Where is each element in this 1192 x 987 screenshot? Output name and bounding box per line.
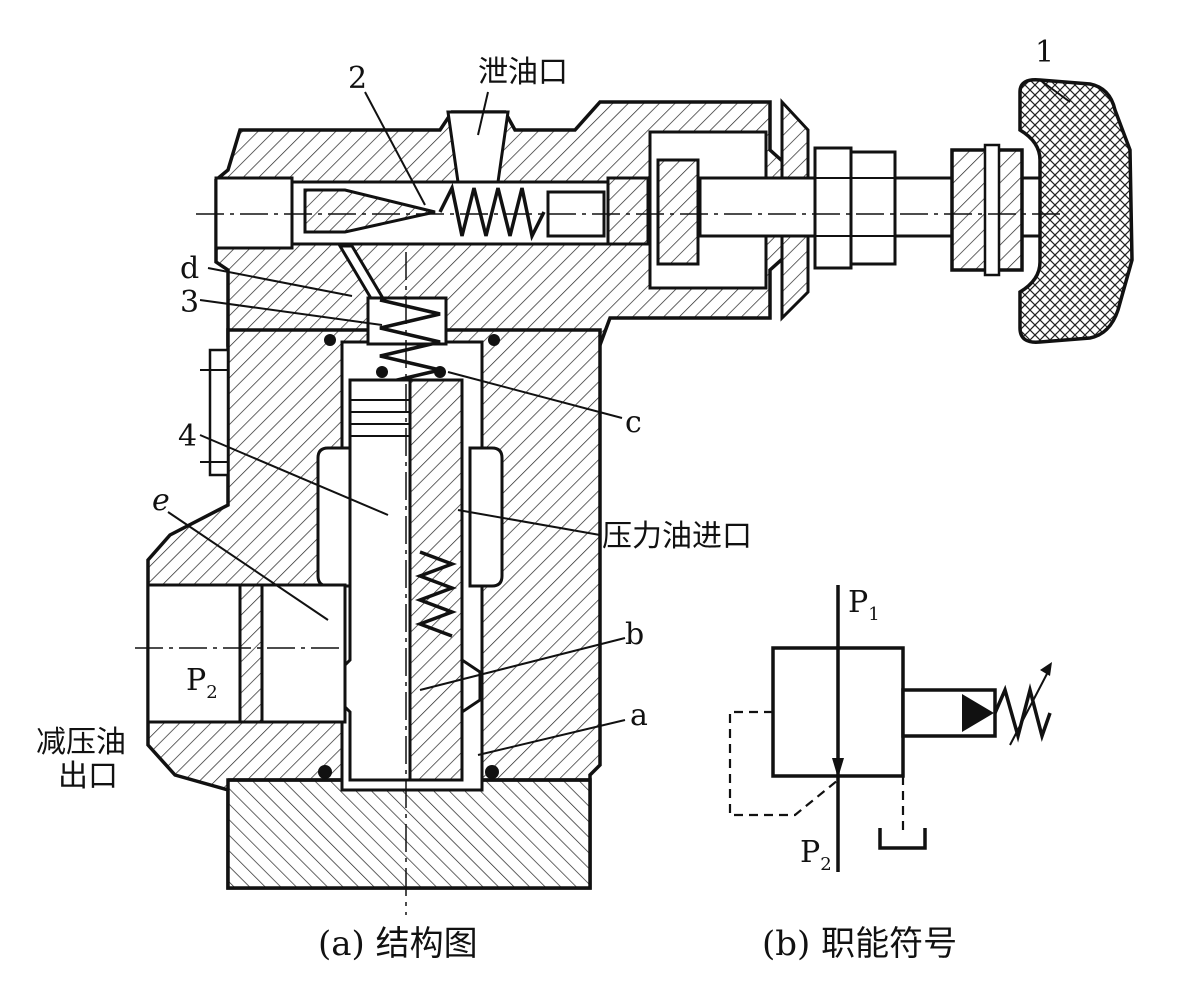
symbol-triangle — [962, 694, 994, 732]
symbol-adjust-arrow-head — [1040, 662, 1052, 676]
label-outlet-line1: 减压油 — [36, 725, 126, 760]
left-chamber — [316, 446, 352, 588]
spool-hatched-half — [408, 378, 464, 782]
label-part-2: 2 — [348, 61, 367, 96]
label-e: e — [152, 483, 170, 518]
symbol-label-p2: P2 — [800, 835, 832, 875]
drain-port-opening — [446, 110, 510, 184]
symbol-adjust-arrow-line — [1009, 667, 1051, 746]
pilot-plug — [214, 176, 294, 250]
spool-grooves — [350, 399, 410, 437]
lock-nut-1 — [813, 146, 853, 270]
symbol-pilot-line — [728, 710, 839, 817]
label-part-1: 1 — [1035, 35, 1054, 70]
function-symbol: P1 P2 — [728, 585, 1052, 875]
outlet-fitting — [238, 583, 264, 724]
caption-symbol: (b) 职能符号 — [762, 924, 957, 964]
symbol-spring — [993, 683, 1052, 743]
pilot-spring — [438, 182, 546, 242]
flange-bolts — [200, 348, 230, 477]
label-a: a — [630, 698, 648, 733]
label-channel-d: d — [180, 251, 199, 286]
label-b: b — [625, 617, 644, 652]
label-outlet-line2: 出口 — [58, 759, 118, 794]
label-c: c — [625, 405, 642, 440]
adjusting-knob — [1018, 78, 1134, 344]
symbol-tank — [878, 828, 927, 850]
bottom-cover — [226, 778, 592, 890]
label-part-4: 4 — [178, 419, 197, 454]
label-pressure-inlet: 压力油进口 — [602, 519, 752, 554]
caption-structure: (a) 结构图 — [318, 924, 478, 964]
pilot-cone — [303, 188, 436, 234]
structure-drawing — [135, 78, 1134, 915]
part-labels: 1 2 泄油口 d 3 c 4 e 压力油进口 b a 减压油 出口 P2 — [36, 35, 1054, 794]
inlet-chamber — [468, 446, 504, 588]
leader-lines — [167, 79, 1071, 756]
label-part-3: 3 — [180, 285, 199, 320]
label-drain-port: 泄油口 — [478, 55, 568, 90]
bonnet-sleeve — [656, 158, 700, 266]
damping-spring — [415, 550, 457, 638]
symbol-label-p1: P1 — [848, 585, 880, 625]
knob-pin — [983, 143, 1001, 277]
symbol-flow-arrow — [832, 758, 844, 778]
seal-rings — [318, 334, 500, 779]
adjust-nut — [606, 176, 650, 246]
label-p2-main: P2 — [186, 663, 218, 703]
lock-nut-2 — [849, 150, 897, 266]
